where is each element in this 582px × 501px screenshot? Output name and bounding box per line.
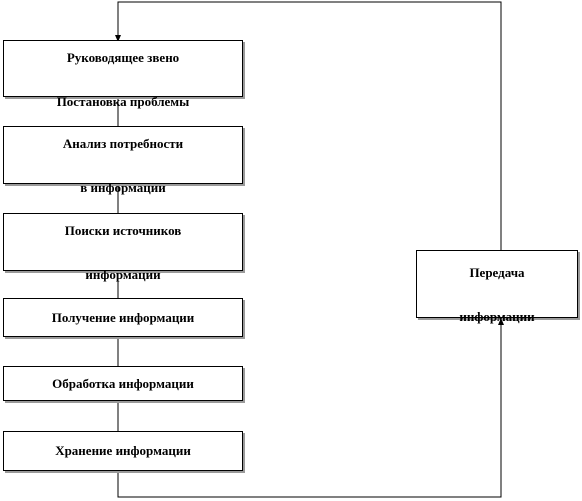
box-needs-analysis-label: Анализ потребности в информации (62, 136, 184, 195)
box-obtaining: Получение информации (3, 298, 243, 337)
box-source-search-label: Поиски источников информации (64, 223, 182, 282)
box-needs-analysis: Анализ потребности в информации (3, 126, 243, 195)
connector-transfer-leadership (117, 1, 502, 250)
box-source-search: Поиски источников информации (3, 213, 243, 282)
connector-storage-transfer (117, 322, 502, 498)
box-leadership: Руководящее звено Постановка проблемы (3, 40, 243, 109)
arrowhead-into-transfer (498, 318, 504, 325)
box-obtaining-label: Получение информации (51, 309, 195, 325)
box-storage-label: Хранение информации (55, 443, 191, 458)
box-transfer-label: Передача информации (459, 265, 535, 324)
box-transfer: Передача информации (416, 250, 578, 324)
arrowhead-into-leadership (115, 35, 121, 42)
box-storage: Хранение информации (3, 431, 243, 471)
box-processing-label: Обработка информации (52, 375, 194, 391)
box-processing: Обработка информации (3, 366, 243, 401)
box-leadership-label: Руководящее звено Постановка проблемы (56, 49, 190, 109)
